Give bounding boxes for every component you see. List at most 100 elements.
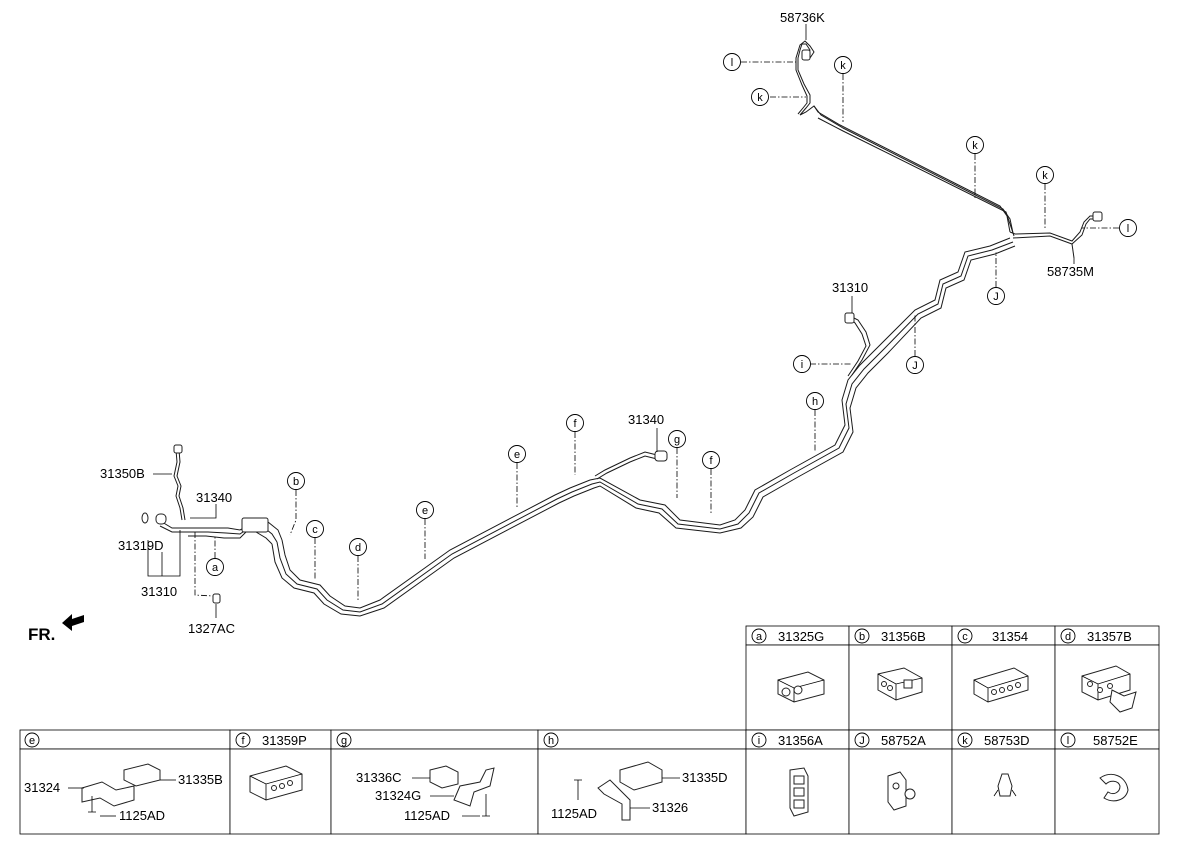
svg-text:J: J (859, 735, 865, 747)
svg-text:31356A: 31356A (778, 733, 823, 748)
part-31335D: 31335D (682, 770, 728, 785)
part-31324G: 31324G (375, 788, 421, 803)
clip-31357B-drawing (1081, 665, 1137, 713)
legend-cell-i: i 31356A (751, 732, 823, 748)
svg-text:31325G: 31325G (778, 629, 824, 644)
label-58735M: 58735M (1047, 264, 1094, 279)
clip-31354-drawing (973, 667, 1029, 703)
legend-cell-a: a 31325G (751, 628, 824, 644)
callout-k-left: k (751, 88, 769, 106)
svg-text:g: g (341, 735, 347, 747)
fitting-31340-mid (654, 450, 668, 462)
legend-cell-k: k 58753D (957, 732, 1030, 748)
svg-text:c: c (962, 631, 968, 643)
svg-text:i: i (758, 735, 760, 747)
svg-text:l: l (1067, 735, 1069, 747)
svg-text:58753D: 58753D (984, 733, 1030, 748)
svg-text:f: f (573, 418, 577, 430)
legend-cell-g: g (336, 732, 352, 748)
callout-J-upper: J (987, 287, 1005, 305)
clip-31356A-drawing (789, 767, 809, 817)
legend-table: a 31325G b 31356B c 31354 d 31357B e f 3… (19, 625, 1160, 835)
svg-text:31359P: 31359P (262, 733, 307, 748)
svg-text:e: e (422, 505, 428, 517)
svg-text:31354: 31354 (992, 629, 1028, 644)
part-1125AD-e: 1125AD (119, 808, 165, 823)
legend-cell-b: b 31356B (854, 628, 926, 644)
svg-text:31356B: 31356B (881, 629, 926, 644)
callout-e-upper: e (508, 445, 526, 463)
callout-f-right: f (702, 451, 720, 469)
callout-g: g (668, 430, 686, 448)
legend-cell-l: l 58752E (1060, 732, 1138, 748)
legend-cell-e: e (24, 732, 40, 748)
label-58736K: 58736K (780, 10, 825, 25)
part-number-labels: 58736K 58735M 31310 31340 31350B 31340 3… (100, 10, 1094, 636)
clip-58752A-drawing (887, 771, 916, 811)
clip-58752E-drawing (1099, 774, 1129, 802)
svg-text:h: h (812, 396, 818, 408)
front-label: FR. (28, 625, 55, 644)
brake-pipe-assembly (141, 40, 1103, 617)
label-31310-top: 31310 (832, 280, 868, 295)
callout-k-top: k (834, 56, 852, 74)
part-1125AD-g: 1125AD (404, 808, 450, 823)
callout-e-lower: e (416, 501, 434, 519)
svg-text:58752A: 58752A (881, 733, 926, 748)
label-31340-mid: 31340 (628, 412, 664, 427)
svg-text:b: b (859, 631, 865, 643)
svg-text:k: k (1042, 170, 1048, 182)
svg-text:l: l (731, 57, 733, 69)
svg-text:a: a (756, 631, 763, 643)
fitting-58735M (1092, 211, 1103, 222)
clip-h-drawing: 1125AD 31335D 31326 (551, 761, 728, 821)
callout-b: b (287, 472, 305, 490)
svg-text:e: e (514, 449, 520, 461)
hose-end-top (173, 444, 183, 454)
clip-e-drawing: 31324 31335B 1125AD (24, 763, 223, 823)
legend-cell-h: h (543, 732, 559, 748)
svg-text:f: f (241, 735, 245, 747)
label-31340-left: 31340 (196, 490, 232, 505)
svg-text:k: k (962, 735, 968, 747)
fitting-58736K (801, 49, 811, 61)
callout-k-mid: k (966, 136, 984, 154)
svg-text:k: k (757, 92, 763, 104)
svg-text:b: b (293, 476, 299, 488)
clip-31359P-drawing (249, 765, 303, 801)
clip-g-drawing: 31336C 31324G 1125AD (356, 765, 495, 823)
leader-lines (147, 24, 1119, 618)
callout-a: a (206, 558, 224, 576)
clip-58753D-drawing (993, 773, 1017, 797)
svg-text:e: e (29, 735, 35, 747)
callout-d: d (349, 538, 367, 556)
legend-cell-J: J 58752A (854, 732, 926, 748)
svg-text:J: J (993, 291, 999, 303)
part-31324: 31324 (24, 780, 60, 795)
svg-text:31357B: 31357B (1087, 629, 1132, 644)
svg-text:58752E: 58752E (1093, 733, 1138, 748)
label-1327AC: 1327AC (188, 621, 235, 636)
legend-cell-c: c 31354 (957, 628, 1028, 644)
svg-text:a: a (212, 562, 219, 574)
svg-text:k: k (840, 60, 846, 72)
svg-text:l: l (1127, 223, 1129, 235)
label-31310-left: 31310 (141, 584, 177, 599)
svg-text:c: c (312, 524, 318, 536)
junction-block (241, 517, 269, 533)
bolt-1327AC (212, 593, 221, 604)
o-ring-31319D (141, 512, 149, 524)
svg-text:d: d (1065, 631, 1071, 643)
callout-J-lower: J (906, 356, 924, 374)
clip-31356B-drawing (877, 667, 923, 701)
legend-cell-d: d 31357B (1060, 628, 1132, 644)
callout-h: h (806, 392, 824, 410)
part-31326: 31326 (652, 800, 688, 815)
callout-markers: k l k k k l J J i h g f f e e d c b a (206, 53, 1137, 576)
callout-c: c (306, 520, 324, 538)
callout-i: i (793, 355, 811, 373)
svg-text:h: h (548, 735, 554, 747)
fitting-31310-top (844, 312, 855, 324)
svg-text:J: J (912, 360, 918, 372)
